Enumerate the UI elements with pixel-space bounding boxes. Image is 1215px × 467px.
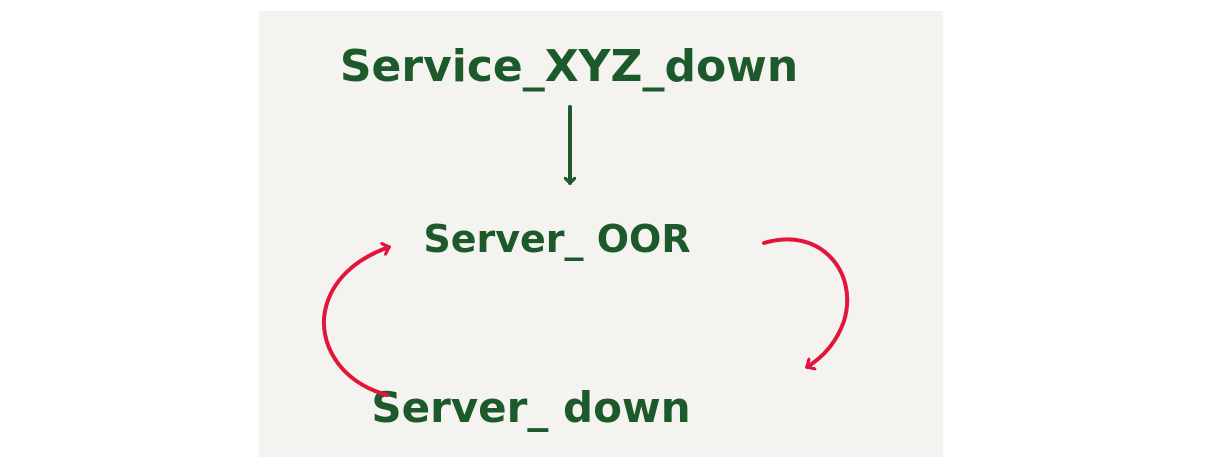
cycle-arrow-down-to-oor: [322, 247, 391, 397]
state-diagram: Service_XYZ_down Server_ OOR Server_ dow…: [322, 41, 850, 432]
node-server-oor: Server_ OOR: [423, 217, 690, 261]
diagram-canvas: Service_XYZ_down Server_ OOR Server_ dow…: [259, 11, 943, 457]
cycle-arrow-oor-to-down: [762, 237, 850, 367]
node-server-down: Server_ down: [371, 383, 690, 432]
node-service-xyz-down: Service_XYZ_down: [340, 41, 798, 92]
